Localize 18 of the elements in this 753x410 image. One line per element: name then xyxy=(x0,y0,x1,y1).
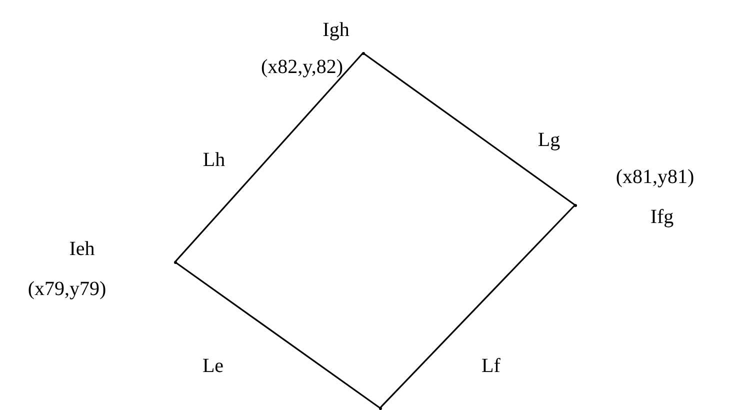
side-line xyxy=(379,204,576,409)
edge-label: Le xyxy=(202,356,224,376)
vertex-label: (x81,y81) xyxy=(616,167,694,187)
side-line xyxy=(174,52,364,263)
side-line xyxy=(174,261,380,409)
edge-label: Lh xyxy=(202,150,226,170)
vertex-label: (x79,y79) xyxy=(28,279,106,299)
vertex-label: Igh xyxy=(322,20,350,40)
vertex-point xyxy=(362,52,364,54)
side-line xyxy=(362,52,576,206)
edge-label: Lg xyxy=(538,130,560,150)
vertex-label: Ieh xyxy=(69,239,95,259)
vertex-label: Ifg xyxy=(650,207,674,227)
vertex-point xyxy=(174,260,176,264)
vertex-label: (x82,y,82) xyxy=(260,57,344,77)
edge-label: Lf xyxy=(482,356,500,376)
vertex-point xyxy=(574,204,576,206)
vertex-point xyxy=(378,406,382,410)
